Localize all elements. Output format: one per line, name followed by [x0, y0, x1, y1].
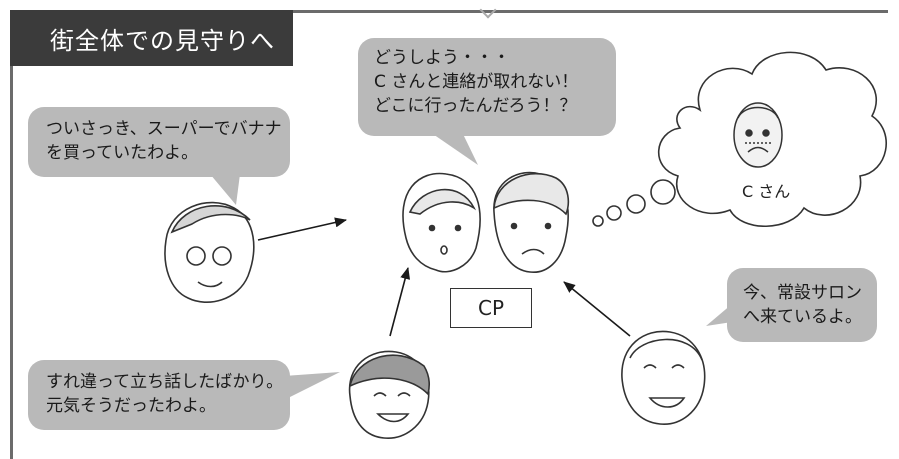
- cp-speech-bubble: どうしよう・・・ C さんと連絡が取れない！ どこに行ったんだろう！？: [358, 38, 616, 136]
- woman-worried-icon: [402, 172, 481, 273]
- section-title-text: 街全体での見守りへ: [50, 26, 275, 55]
- salon-bubble-tail: [706, 304, 732, 326]
- bubble-line: すれ違って立ち話したばかり。: [46, 372, 284, 392]
- bubble-line: へ来ているよ。: [743, 307, 862, 327]
- elderly-woman-smiling-icon: [348, 350, 430, 439]
- arrow-from-left: [257, 217, 347, 241]
- bubble-line: どうしよう・・・: [374, 48, 510, 68]
- cp-label-box: CP: [450, 288, 532, 328]
- bubble-line: を買っていたわよ。: [46, 143, 199, 163]
- bubble-line: ついさっき、スーパーでバナナ: [46, 119, 282, 139]
- elderly-woman-glasses-icon: [164, 201, 255, 303]
- banana-speech-bubble: ついさっき、スーパーでバナナ を買っていたわよ。: [28, 107, 290, 177]
- salon-speech-bubble: 今、常設サロン へ来ているよ。: [727, 268, 877, 342]
- banana-bubble-tail: [210, 174, 240, 205]
- arrow-from-bottom: [389, 267, 411, 337]
- section-title: 街全体での見守りへ: [10, 10, 293, 66]
- walk-speech-bubble: すれ違って立ち話したばかり。 元気そうだったわよ。: [28, 360, 290, 430]
- walk-bubble-tail: [284, 372, 340, 400]
- frame-left-border: [10, 10, 13, 459]
- bubble-line: 今、常設サロン: [743, 283, 862, 303]
- frame-top-border: [10, 10, 888, 13]
- man-worried-icon: [493, 171, 570, 273]
- elderly-man-smiling-icon: [621, 330, 706, 425]
- arrow-from-right: [563, 281, 631, 337]
- thought-cloud-label: C さん: [742, 182, 791, 201]
- bubble-line: どこに行ったんだろう！？: [374, 96, 577, 116]
- bubble-line: C さんと連絡が取れない！: [374, 72, 579, 92]
- cp-label: CP: [477, 296, 505, 320]
- elderly-man-thought-icon: [733, 102, 783, 168]
- cp-bubble-tail: [430, 132, 478, 165]
- bubble-line: 元気そうだったわよ。: [46, 396, 216, 416]
